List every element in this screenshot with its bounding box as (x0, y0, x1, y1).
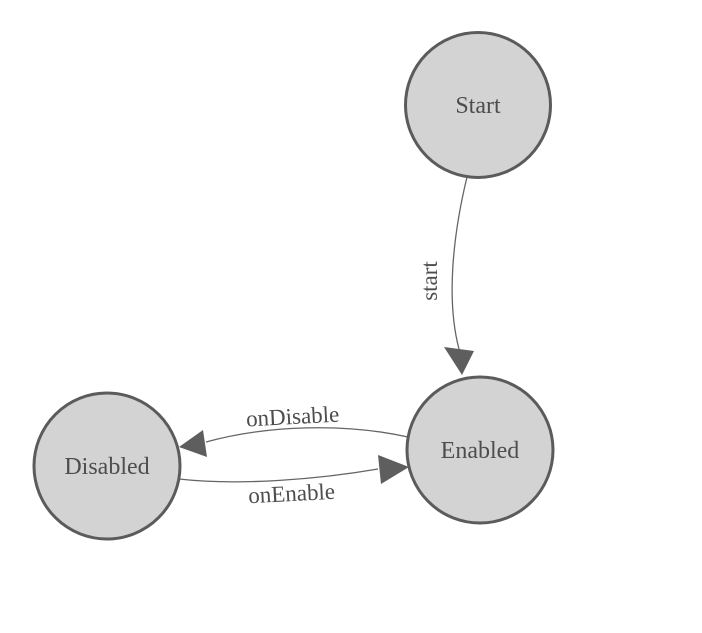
state-node-start: Start (404, 31, 552, 179)
edge-line-start (451, 176, 468, 350)
transition-start-to-enabled: start (417, 176, 474, 375)
state-node-disabled: Disabled (32, 391, 182, 541)
state-node-disabled-label: Disabled (64, 454, 149, 480)
edge-label-start: start (417, 261, 442, 301)
transition-disabled-to-enabled: onEnable (178, 455, 409, 509)
edge-line-onenable (178, 468, 379, 483)
edge-label-onenable: onEnable (248, 479, 336, 509)
state-node-enabled: Enabled (405, 375, 555, 525)
state-node-enabled-circle (405, 375, 555, 525)
state-node-start-circle (404, 31, 552, 179)
edge-label-ondisable: onDisable (245, 402, 339, 432)
arrowhead-icon (378, 455, 409, 484)
arrowhead-icon (444, 347, 474, 375)
transition-enabled-to-disabled: onDisable (179, 402, 409, 457)
state-node-start-label: Start (455, 93, 501, 119)
state-node-enabled-label: Enabled (441, 438, 520, 464)
edge-line-ondisable (205, 427, 409, 443)
arrowhead-icon (179, 430, 207, 457)
state-node-disabled-circle (32, 391, 182, 541)
